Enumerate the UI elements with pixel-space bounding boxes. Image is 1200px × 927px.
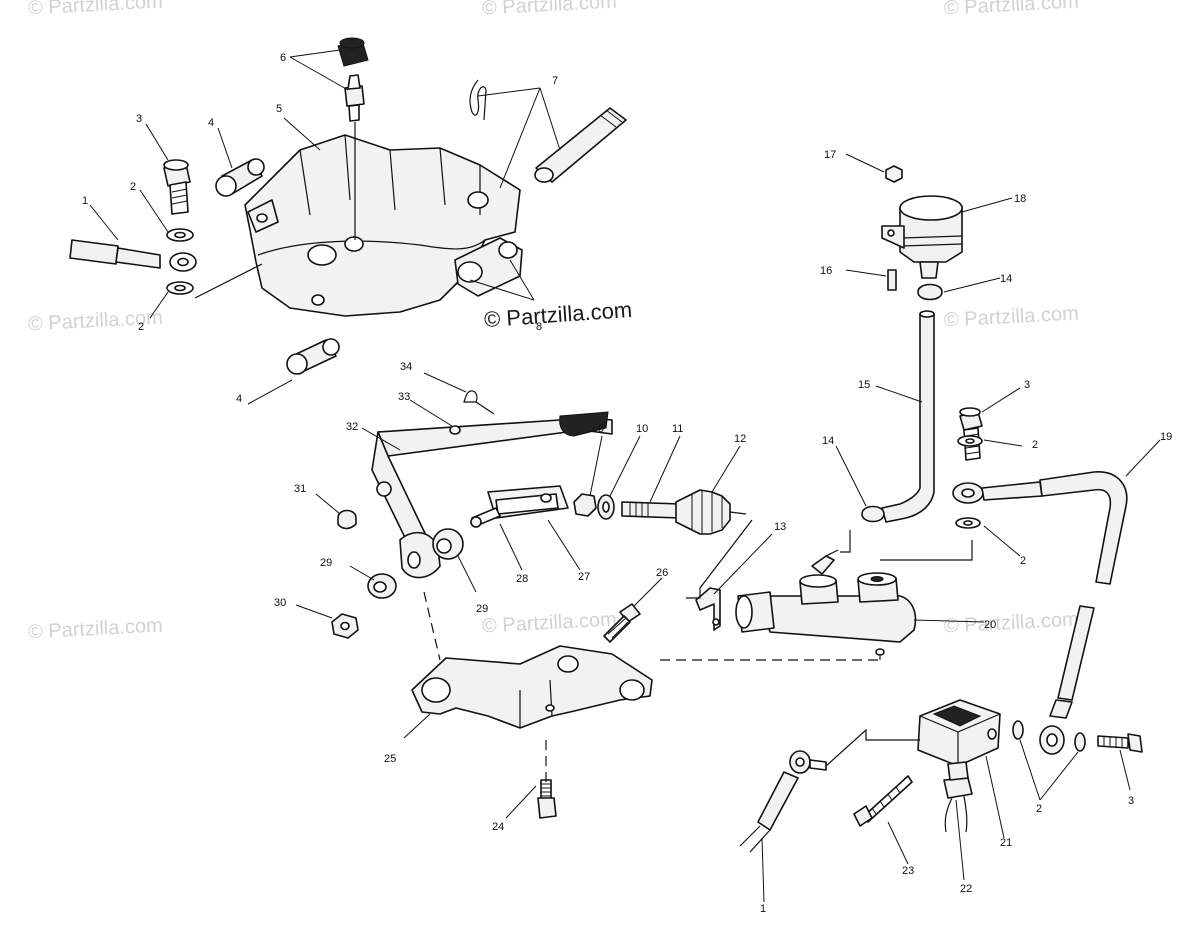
callout-3: 3 <box>136 113 142 125</box>
callout-15: 15 <box>858 379 870 391</box>
pedal-cap <box>337 509 357 530</box>
bracket-bolt-26 <box>603 603 641 643</box>
callout-6: 6 <box>280 52 286 64</box>
cotter-pin <box>463 390 495 415</box>
bolt-3-upper <box>163 159 191 215</box>
callout-33: 33 <box>398 391 410 403</box>
bleeder-valve-and-cap <box>337 37 369 240</box>
callout-11: 11 <box>672 423 683 435</box>
pushrod-boot <box>675 489 747 535</box>
pushrod <box>621 501 681 519</box>
callout-21: 21 <box>1000 837 1012 849</box>
callout-13: 13 <box>774 521 786 533</box>
brake-line-19 <box>952 471 1128 755</box>
callout-5: 5 <box>276 103 282 115</box>
washer <box>1074 732 1086 752</box>
brake-line-lower <box>739 750 827 853</box>
brake-caliper <box>244 134 523 317</box>
jam-nut <box>573 493 597 517</box>
callout-18: 18 <box>1014 193 1026 205</box>
clevis <box>487 485 569 519</box>
callout-2: 2 <box>138 321 144 333</box>
callout-32: 32 <box>346 421 358 433</box>
master-cylinder <box>735 530 973 656</box>
callout-14: 14 <box>822 435 834 447</box>
clevis-pin <box>470 507 501 528</box>
reservoir-hose <box>881 310 935 523</box>
callout-7: 7 <box>552 75 558 87</box>
washer <box>1012 720 1024 740</box>
mounting-bracket <box>686 519 753 631</box>
callout-9: 9 <box>598 423 604 435</box>
pedal-washer <box>367 573 397 599</box>
assembly-guide-line <box>423 591 441 661</box>
callout-14: 14 <box>1000 273 1012 285</box>
callout-27: 27 <box>578 571 590 583</box>
callout-2: 2 <box>1020 555 1026 567</box>
callout-1: 1 <box>82 195 88 207</box>
caliper-bushing-lower <box>286 338 340 375</box>
callout-labels: 6 7 5 3 4 2 1 2 4 8 34 33 32 31 29 30 29… <box>82 52 1172 915</box>
callout-12: 12 <box>734 433 746 445</box>
callout-4: 4 <box>236 393 242 405</box>
callout-25: 25 <box>384 753 396 765</box>
callout-20: 20 <box>984 619 996 631</box>
bolt-3-right <box>959 407 983 461</box>
retaining-clip <box>449 425 461 435</box>
callout-3: 3 <box>1024 379 1030 391</box>
fluid-reservoir <box>881 195 963 279</box>
callout-26: 26 <box>656 567 668 579</box>
callout-29: 29 <box>320 557 332 569</box>
callout-8: 8 <box>536 321 542 333</box>
callout-19: 19 <box>1160 431 1172 443</box>
brake-light-switch <box>943 761 973 833</box>
brake-pedal-arm <box>371 411 613 579</box>
callout-34: 34 <box>400 361 412 373</box>
callout-1: 1 <box>760 903 766 915</box>
leader-lines <box>89 49 1161 903</box>
callout-30: 30 <box>274 597 286 609</box>
bracket-bolt-24 <box>537 779 557 819</box>
callout-24: 24 <box>492 821 504 833</box>
callout-2: 2 <box>130 181 136 193</box>
hose-clamp-lower <box>861 505 885 523</box>
callout-29: 29 <box>476 603 488 615</box>
brake-line-upper <box>69 239 263 299</box>
callout-3: 3 <box>1128 795 1134 807</box>
callout-31: 31 <box>294 483 306 495</box>
callout-2: 2 <box>1032 439 1038 451</box>
callout-2: 2 <box>1036 803 1042 815</box>
callout-16: 16 <box>820 265 832 277</box>
callout-22: 22 <box>960 883 972 895</box>
banjo-bolt <box>853 775 913 827</box>
callout-17: 17 <box>824 149 836 161</box>
brake-tee-block <box>825 699 1001 767</box>
callout-28: 28 <box>516 573 528 585</box>
callout-4: 4 <box>208 117 214 129</box>
caliper-bushing-upper <box>215 158 265 197</box>
bolt-3-lower <box>1097 733 1143 753</box>
caliper-pin-and-clip <box>469 79 627 183</box>
hose-clamp-upper <box>917 283 943 301</box>
pedal-bushing <box>432 528 464 560</box>
reservoir-nut <box>885 165 903 183</box>
callout-23: 23 <box>902 865 914 877</box>
reservoir-screw <box>887 269 897 291</box>
pedal-mount-bracket <box>411 645 653 729</box>
callout-10: 10 <box>636 423 648 435</box>
